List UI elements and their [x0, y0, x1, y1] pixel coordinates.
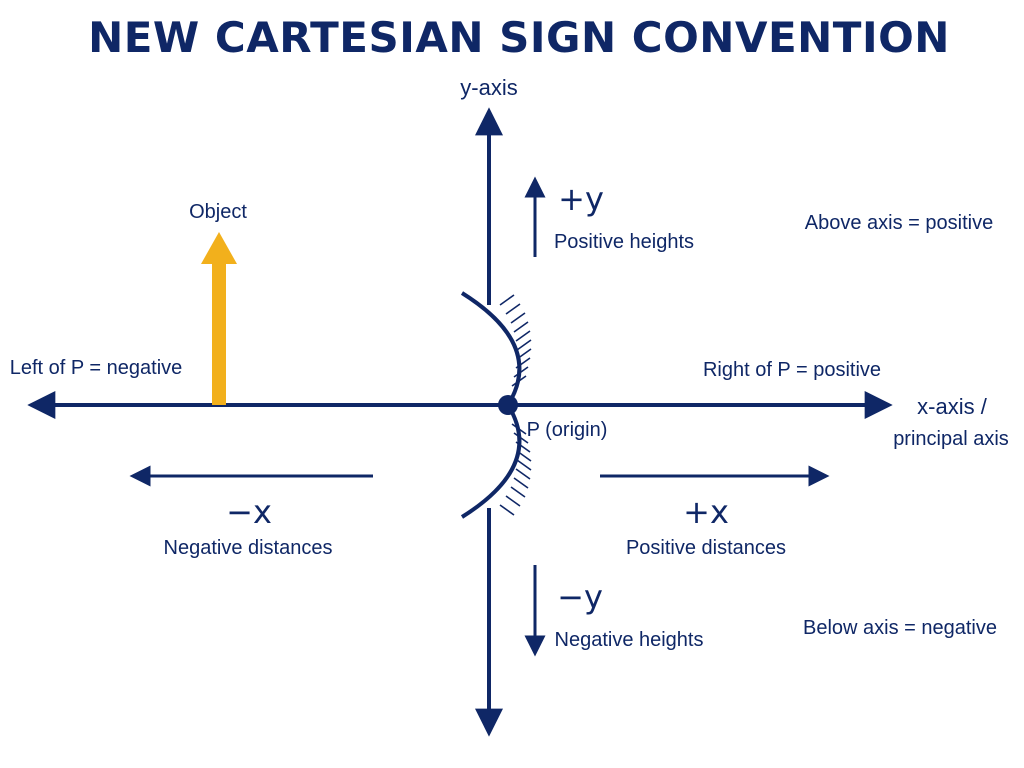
- principal-axis-label: principal axis: [893, 428, 1009, 450]
- right-of-p-label: Right of P = positive: [703, 359, 881, 381]
- y-axis-label: y-axis: [460, 75, 517, 100]
- upward-arrow-object-icon: [201, 232, 237, 405]
- left-of-p-label: Left of P = negative: [10, 357, 183, 379]
- object-label: Object: [189, 201, 247, 223]
- negative-distances-caption: Negative distances: [164, 537, 333, 559]
- minus-y-sign: −y: [557, 578, 603, 616]
- plus-x-sign: +x: [683, 493, 729, 531]
- positive-distances-caption: Positive distances: [626, 537, 786, 559]
- x-axis-label: x-axis /: [917, 394, 988, 419]
- negative-heights-caption: Negative heights: [555, 629, 704, 651]
- origin-point: [498, 395, 518, 415]
- plus-y-sign: +y: [558, 180, 604, 218]
- minus-x-sign: −x: [226, 493, 272, 531]
- page-title: NEW CARTESIAN SIGN CONVENTION: [88, 13, 950, 62]
- below-axis-label: Below axis = negative: [803, 617, 997, 639]
- origin-label: P (origin): [527, 419, 608, 441]
- above-axis-label: Above axis = positive: [805, 212, 993, 234]
- positive-heights-caption: Positive heights: [554, 231, 694, 253]
